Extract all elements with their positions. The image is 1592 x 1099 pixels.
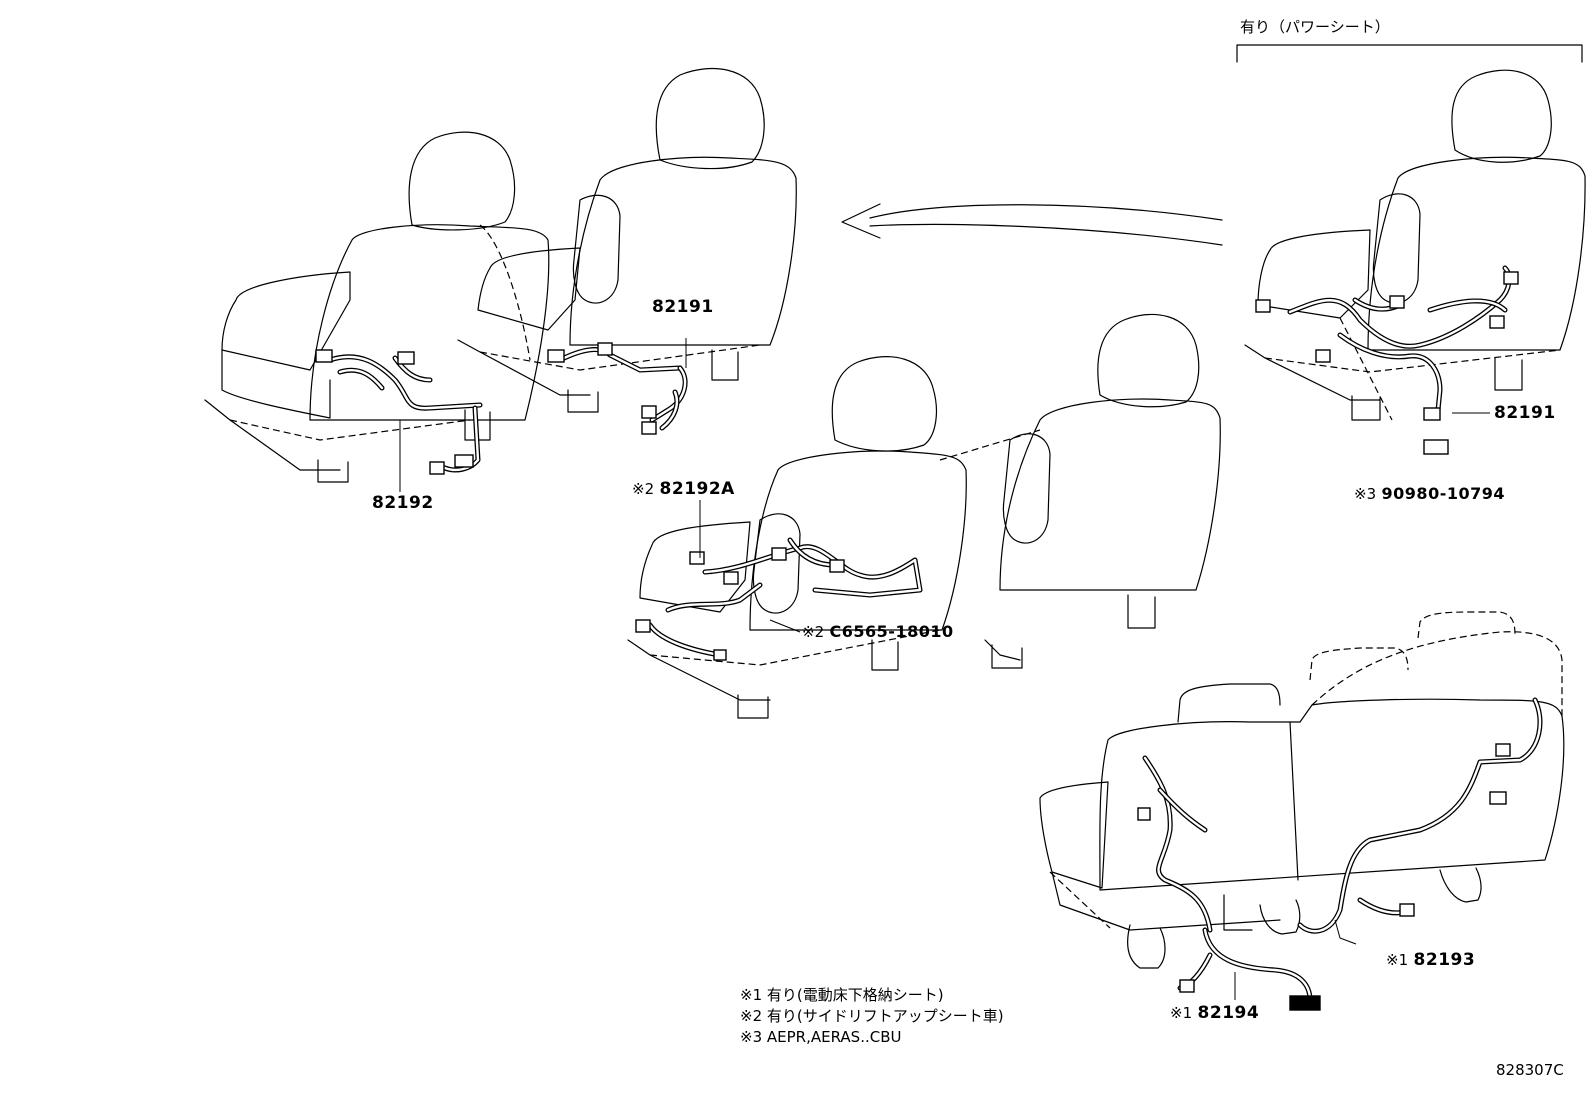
- seat-f: [1039, 611, 1565, 969]
- callout-C6565-18010: ※2 C6565-18010: [802, 624, 954, 641]
- callout-C6565-mark: ※2: [802, 623, 825, 641]
- seat-e: [1244, 69, 1586, 421]
- wire-82192A-seat-c: [647, 537, 923, 658]
- connectors: [315, 271, 1519, 1011]
- power-seat-label: 有り（パワーシート）: [1240, 18, 1390, 36]
- figure-id: 828307C: [1496, 1061, 1564, 1079]
- seat-c: [627, 356, 967, 719]
- footnote-3: ※3 AEPR,AERAS..CBU: [740, 1028, 902, 1046]
- footnote-2: ※2 有り(サイドリフトアップシート車): [740, 1007, 1004, 1025]
- callout-82193-mark: ※1: [1386, 951, 1409, 969]
- callout-82193-part: 82193: [1413, 950, 1476, 970]
- leader-lines: [399, 338, 1490, 1000]
- callout-82194-mark: ※1: [1170, 1004, 1193, 1022]
- wire-82194-path: [1142, 755, 1313, 1003]
- wire-82192-path: [327, 354, 483, 473]
- seat-a: [204, 131, 550, 483]
- callout-C6565-part: C6565-18010: [829, 622, 954, 641]
- wire-82191-seat-b: [557, 347, 688, 431]
- callout-82193: ※1 82193: [1386, 952, 1475, 969]
- callout-82191-seat-b: 82191: [652, 297, 714, 317]
- callout-90980-part: 90980-10794: [1381, 484, 1505, 503]
- seat-b: [457, 67, 797, 413]
- callout-82192A: ※2 82192A: [632, 481, 735, 498]
- footnotes: ※1 有り(電動床下格納シート) ※2 有り(サイドリフトアップシート車) ※3…: [740, 988, 1004, 1045]
- callout-82194: ※1 82194: [1170, 1005, 1259, 1022]
- seat-d: [939, 313, 1221, 669]
- callout-82191-seat-e: 82191: [1494, 403, 1556, 423]
- callout-82194-part: 82194: [1197, 1003, 1260, 1023]
- power-seat-bracket: [1236, 44, 1583, 63]
- wire-82193-path: [1297, 697, 1543, 934]
- callout-82192A-mark: ※2: [632, 480, 655, 498]
- footnote-1: ※1 有り(電動床下格納シート): [740, 986, 944, 1004]
- wire-82191-seat-e: [1287, 265, 1512, 413]
- callout-82192: 82192: [372, 493, 434, 513]
- callout-90980-mark: ※3: [1354, 485, 1377, 503]
- reference-arrow: [841, 203, 1223, 246]
- callout-90980-10794: ※3 90980-10794: [1354, 486, 1505, 503]
- callout-82192A-part: 82192A: [659, 479, 735, 499]
